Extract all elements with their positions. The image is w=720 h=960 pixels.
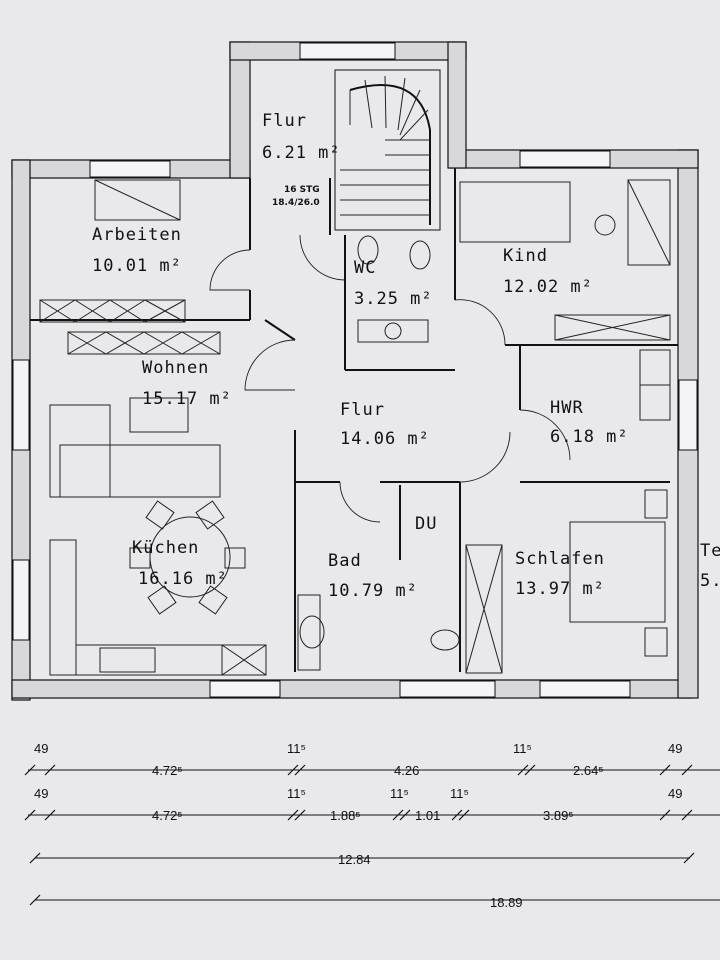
stairs-count-label: 16 STG	[284, 185, 320, 195]
dim-row2-7: 3.89⁵	[543, 808, 574, 823]
dimension-lines: 49 4.72⁵ 11⁵ 4.26 11⁵ 2.64⁵ 49 49 4.72⁵ …	[24, 741, 720, 910]
room-name-flur-main: Flur	[340, 400, 385, 420]
dim-row2-0: 49	[34, 786, 48, 801]
dim-row1-6: 49	[668, 741, 682, 756]
dim-row2-6: 11⁵	[450, 786, 469, 801]
room-area-kuechen: 16.16 m²	[138, 569, 228, 589]
dim-row2-4: 11⁵	[390, 786, 409, 801]
room-area-hwr: 6.18 m²	[550, 427, 629, 447]
dim-row1-0: 49	[34, 741, 48, 756]
door-swings	[209, 234, 571, 523]
dim-row2-3: 1.88⁵	[330, 808, 361, 823]
room-name-te: Te	[700, 541, 720, 561]
dim-row2-1: 4.72⁵	[152, 808, 183, 823]
room-area-flur-main: 14.06 m²	[340, 429, 430, 449]
room-name-wc: WC	[354, 258, 376, 278]
room-name-hwr: HWR	[550, 398, 584, 418]
dim-row1-3: 4.26	[394, 763, 419, 778]
room-name-wohnen: Wohnen	[142, 358, 209, 378]
room-name-kuechen: Küchen	[132, 538, 199, 558]
room-area-te: 5.	[700, 571, 720, 591]
dim-row1-1: 4.72⁵	[152, 763, 183, 778]
room-area-wohnen: 15.17 m²	[142, 389, 232, 409]
room-area-kind: 12.02 m²	[503, 277, 593, 297]
room-name-kind: Kind	[503, 246, 548, 266]
room-name-schlafen: Schlafen	[515, 549, 605, 569]
room-area-schlafen: 13.97 m²	[515, 579, 605, 599]
dim-row2-2: 11⁵	[287, 786, 306, 801]
dim-row2-5: 1.01	[415, 808, 440, 823]
room-name-flur-upper: Flur	[262, 111, 307, 131]
dim-row3-0: 12.84	[338, 852, 371, 867]
furniture	[39, 179, 671, 676]
outer-walls	[11, 41, 699, 701]
interior-walls	[30, 168, 678, 672]
staircase	[334, 69, 441, 231]
stairs-ratio-label: 18.4/26.0	[272, 198, 320, 208]
room-name-arbeiten: Arbeiten	[92, 225, 182, 245]
dim-row2-8: 49	[668, 786, 682, 801]
dim-row1-4: 11⁵	[513, 741, 532, 756]
room-name-bad: Bad	[328, 551, 362, 571]
room-name-du: DU	[415, 514, 437, 534]
dim-row4-0: 18.89	[490, 895, 523, 910]
dim-row1-2: 11⁵	[287, 741, 306, 756]
room-area-arbeiten: 10.01 m²	[92, 256, 182, 276]
room-area-flur-upper: 6.21 m²	[262, 143, 341, 163]
room-labels: Flur 6.21 m² Arbeiten 10.01 m² WC 3.25 m…	[92, 111, 720, 601]
room-area-wc: 3.25 m²	[354, 289, 433, 309]
dim-row1-5: 2.64⁵	[573, 763, 604, 778]
room-area-bad: 10.79 m²	[328, 581, 418, 601]
